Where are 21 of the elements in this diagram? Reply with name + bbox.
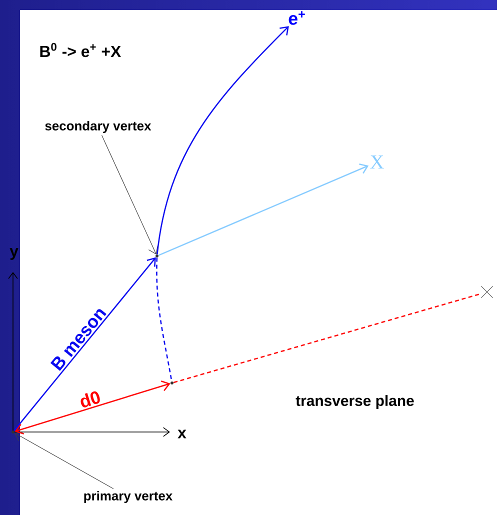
arrow [158,164,369,256]
edge-label: d0 [76,388,104,410]
arrow [156,26,289,254]
plane-label: transverse plane [296,395,414,409]
callout-text: primary vertex [84,490,173,504]
particle-label: e$^{+}$ [288,11,305,25]
vertex-point [12,430,14,434]
callout-text: secondary vertex [45,120,152,134]
decay-formula: B$^{0}$ -> e$^{+}$ +X [40,42,121,58]
line [173,293,482,384]
leader-line [101,134,158,254]
arrow [14,257,156,432]
line [156,258,172,382]
arrow [14,380,170,434]
axis-label: x [178,430,186,438]
vertex-point [170,382,174,384]
cross-mark [480,286,494,298]
particle-label: X [370,155,384,169]
leader-line [14,432,114,490]
vertex-point [156,254,158,258]
axis-label: y [10,248,18,260]
